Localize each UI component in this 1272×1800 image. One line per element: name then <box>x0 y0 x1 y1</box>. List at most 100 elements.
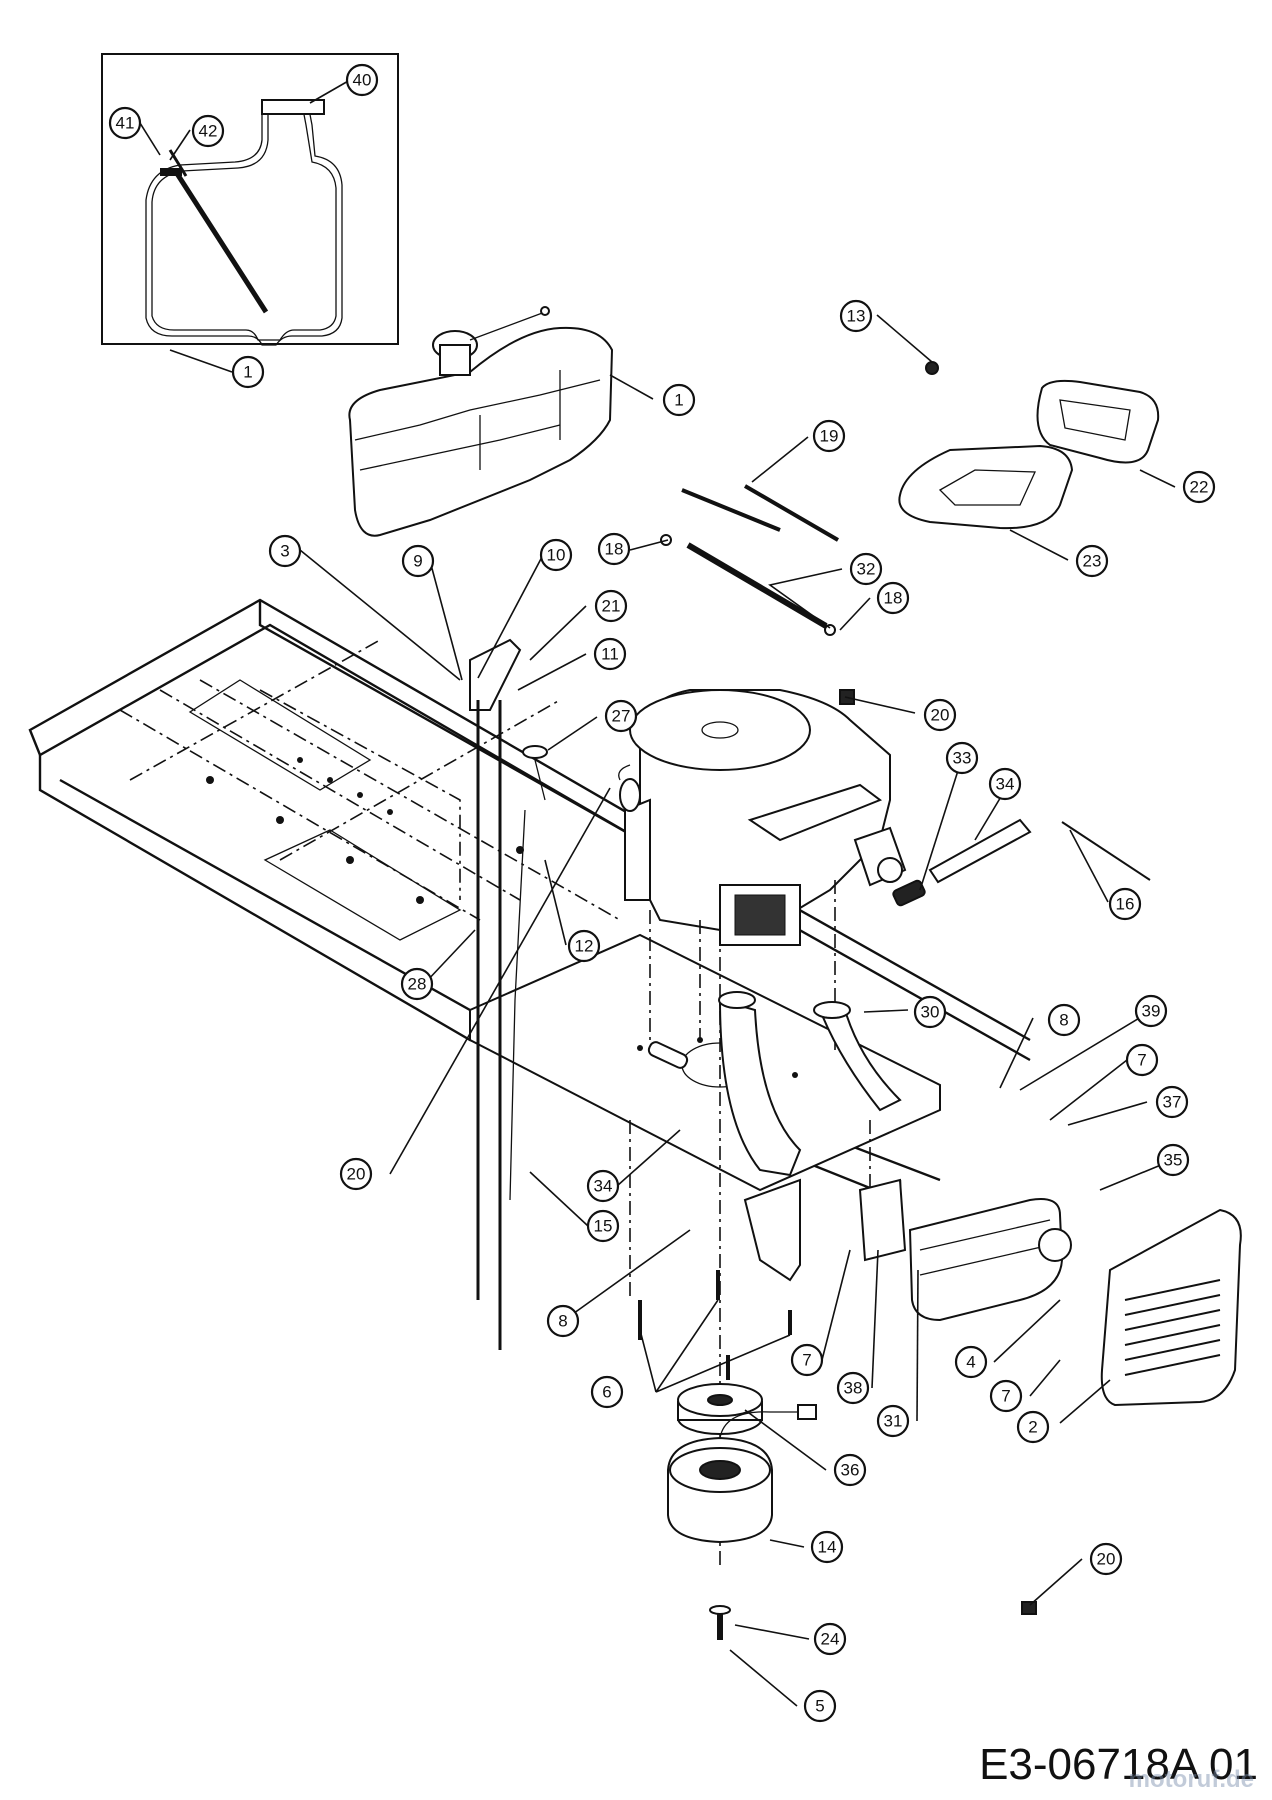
svg-text:35: 35 <box>1164 1151 1183 1170</box>
callout-8-left: 8 <box>546 1304 580 1338</box>
callout-34-bottom: 34 <box>586 1169 620 1203</box>
svg-text:1: 1 <box>674 391 683 410</box>
small-hardware <box>469 361 1151 1615</box>
svg-text:24: 24 <box>821 1630 840 1649</box>
svg-text:37: 37 <box>1163 1093 1182 1112</box>
callout-19: 19 <box>812 419 846 453</box>
callout-27: 27 <box>604 699 638 733</box>
callout-32: 32 <box>849 552 883 586</box>
callout-31: 31 <box>876 1404 910 1438</box>
callout-37: 37 <box>1155 1085 1189 1119</box>
callout-38: 38 <box>836 1371 870 1405</box>
svg-text:12: 12 <box>575 937 594 956</box>
exhaust <box>718 991 1242 1407</box>
svg-text:16: 16 <box>1116 895 1135 914</box>
callout-11: 11 <box>593 637 627 671</box>
watermark: motoruf.de <box>1128 1766 1254 1793</box>
svg-text:8: 8 <box>1059 1011 1068 1030</box>
svg-text:39: 39 <box>1142 1002 1161 1021</box>
callout-9: 9 <box>401 544 435 578</box>
callouts: 40 41 42 1 1 13 19 22 23 18 32 18 3 9 10… <box>108 63 1216 1723</box>
callout-40: 40 <box>345 63 379 97</box>
svg-text:7: 7 <box>1001 1387 1010 1406</box>
callout-16: 16 <box>1108 887 1142 921</box>
svg-text:21: 21 <box>602 597 621 616</box>
svg-text:8: 8 <box>558 1312 567 1331</box>
callout-3: 3 <box>268 534 302 568</box>
callout-10: 10 <box>539 538 573 572</box>
svg-text:27: 27 <box>612 707 631 726</box>
callout-30: 30 <box>913 995 947 1029</box>
svg-text:2: 2 <box>1028 1418 1037 1437</box>
callout-1-tank: 1 <box>662 383 696 417</box>
engine <box>618 689 907 946</box>
svg-text:30: 30 <box>921 1003 940 1022</box>
svg-text:31: 31 <box>884 1412 903 1431</box>
callout-7-right: 7 <box>1125 1043 1159 1077</box>
callout-1-inset: 1 <box>231 355 265 389</box>
callout-20-left: 20 <box>339 1157 373 1191</box>
callout-39: 39 <box>1134 994 1168 1028</box>
svg-text:7: 7 <box>1137 1051 1146 1070</box>
callout-5: 5 <box>803 1689 837 1723</box>
svg-text:18: 18 <box>884 589 903 608</box>
svg-text:41: 41 <box>116 114 135 133</box>
callout-33: 33 <box>945 741 979 775</box>
callout-15: 15 <box>586 1209 620 1243</box>
svg-text:34: 34 <box>594 1177 613 1196</box>
svg-text:1: 1 <box>243 363 252 382</box>
svg-text:42: 42 <box>199 122 218 141</box>
svg-text:19: 19 <box>820 427 839 446</box>
svg-text:20: 20 <box>931 706 950 725</box>
svg-text:3: 3 <box>280 542 289 561</box>
callout-7-middle: 7 <box>790 1343 824 1377</box>
callout-8-right: 8 <box>1047 1003 1081 1037</box>
callout-41: 41 <box>108 106 142 140</box>
svg-text:32: 32 <box>857 560 876 579</box>
svg-text:18: 18 <box>605 540 624 559</box>
callout-13: 13 <box>839 299 873 333</box>
fuel-tank <box>348 306 614 537</box>
callout-6: 6 <box>590 1375 624 1409</box>
callout-28: 28 <box>400 967 434 1001</box>
callout-2: 2 <box>1016 1410 1050 1444</box>
svg-text:13: 13 <box>847 307 866 326</box>
callout-34-top: 34 <box>988 767 1022 801</box>
svg-text:14: 14 <box>818 1538 837 1557</box>
svg-text:7: 7 <box>802 1351 811 1370</box>
callout-21: 21 <box>594 589 628 623</box>
callout-22: 22 <box>1182 470 1216 504</box>
fuel-tank-inset <box>101 53 399 346</box>
callout-35: 35 <box>1156 1143 1190 1177</box>
air-filter <box>898 379 1160 530</box>
callout-20-bottom: 20 <box>1089 1542 1123 1576</box>
callout-18-left: 18 <box>597 532 631 566</box>
callout-14: 14 <box>810 1530 844 1564</box>
callout-12: 12 <box>567 929 601 963</box>
svg-text:11: 11 <box>601 645 619 664</box>
callout-20-top: 20 <box>923 698 957 732</box>
drawing-code: E3-06718A 01 <box>979 1740 1258 1789</box>
chassis-frame <box>28 598 1031 1282</box>
svg-text:28: 28 <box>408 975 427 994</box>
svg-text:36: 36 <box>841 1461 860 1480</box>
callout-4: 4 <box>954 1345 988 1379</box>
rods <box>660 484 840 636</box>
svg-text:5: 5 <box>815 1697 824 1716</box>
callout-7-lower-right: 7 <box>989 1379 1023 1413</box>
svg-text:23: 23 <box>1083 552 1102 571</box>
callout-36: 36 <box>833 1453 867 1487</box>
svg-text:20: 20 <box>347 1165 366 1184</box>
svg-text:33: 33 <box>953 749 972 768</box>
svg-text:38: 38 <box>844 1379 863 1398</box>
pto-clutch <box>667 1383 817 1640</box>
callout-23: 23 <box>1075 544 1109 578</box>
callout-42: 42 <box>191 114 225 148</box>
svg-text:6: 6 <box>602 1383 611 1402</box>
svg-text:34: 34 <box>996 775 1015 794</box>
leader-lines <box>139 79 1176 1707</box>
svg-text:20: 20 <box>1097 1550 1116 1569</box>
svg-text:40: 40 <box>353 71 372 90</box>
svg-text:15: 15 <box>594 1217 613 1236</box>
